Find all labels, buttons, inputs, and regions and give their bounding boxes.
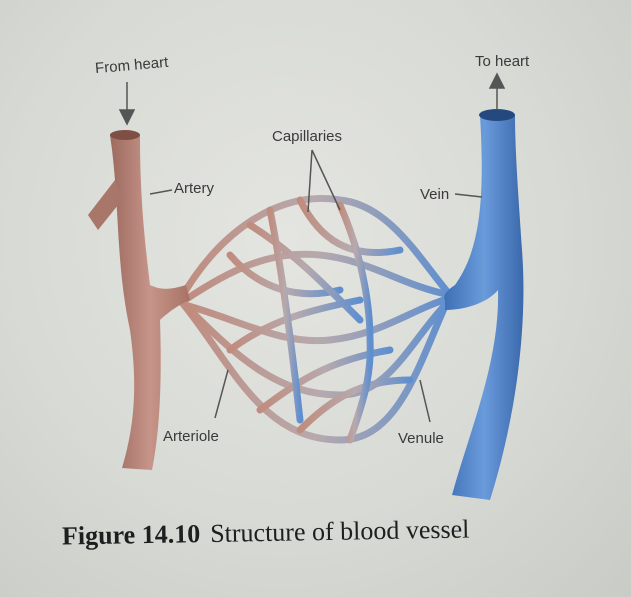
label-vein: Vein: [420, 186, 450, 203]
label-to-heart: To heart: [475, 53, 530, 70]
vein-vessel: [444, 109, 524, 500]
from-heart-arrowhead: [118, 109, 136, 126]
artery-vessel: [88, 130, 190, 470]
label-venule: Venule: [398, 430, 444, 447]
label-arteriole: Arteriole: [163, 428, 219, 445]
label-capillaries: Capillaries: [272, 128, 343, 145]
figure-title: Structure of blood vessel: [209, 514, 470, 548]
label-artery: Artery: [174, 180, 215, 197]
to-heart-arrowhead: [488, 72, 506, 89]
capillary-network: [176, 195, 454, 444]
figure-number: Figure 14.10: [61, 519, 201, 551]
